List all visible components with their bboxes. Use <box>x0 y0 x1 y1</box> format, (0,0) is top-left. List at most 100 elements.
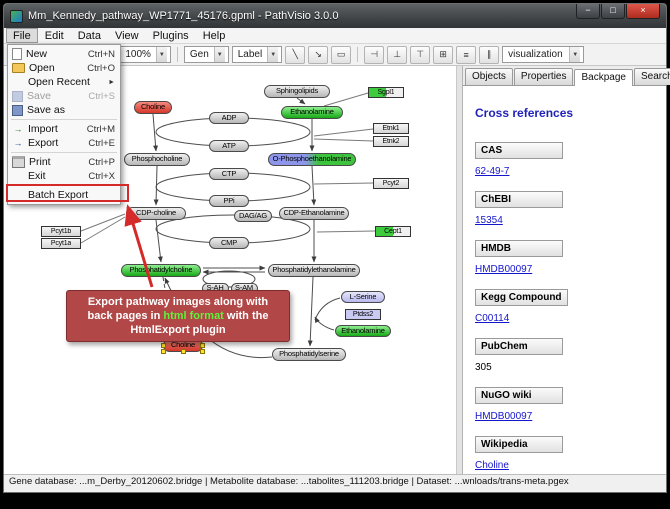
line-tool-button[interactable]: ╲ <box>285 45 306 64</box>
menu-edit[interactable]: Edit <box>44 29 64 42</box>
common-size-button[interactable]: ⊞ <box>433 45 454 64</box>
xref-value[interactable]: Choline <box>475 460 509 471</box>
page-icon <box>12 48 22 60</box>
menu-help[interactable]: Help <box>202 29 226 42</box>
sidebar-tabs: ObjectsPropertiesBackpageSearchLegend <box>463 66 670 86</box>
pathway-node-etnk1[interactable]: Etnk1 <box>373 122 409 134</box>
pathway-node-adp[interactable]: ADP <box>209 112 249 124</box>
label-tool-combobox[interactable]: Label ▼ <box>231 46 283 63</box>
pathway-node-o-phosphoethanolamine[interactable]: O-Phosphoethanolamine <box>268 152 356 166</box>
pathway-node-ptdss2[interactable]: Ptdss2 <box>345 308 381 320</box>
stack-button[interactable]: ≡ <box>456 45 477 64</box>
align-top-button[interactable]: ⊤ <box>410 45 431 64</box>
node-label: CMP <box>220 239 238 247</box>
pathway-node-l-serine[interactable]: L-Serine <box>341 291 385 303</box>
pathway-node-cdp-ethanolamine[interactable]: CDP-Ethanolamine <box>279 206 349 220</box>
pathway-node-atp[interactable]: ATP <box>209 140 249 152</box>
menu-view[interactable]: View <box>114 29 139 42</box>
close-button[interactable]: × <box>626 4 660 19</box>
node-label: Phosphocholine <box>131 155 183 163</box>
menu-item-label: Save as <box>27 104 65 116</box>
selection-handle[interactable] <box>200 343 205 348</box>
node-label: PPi <box>223 197 235 205</box>
selection-handle[interactable] <box>200 348 205 354</box>
align-left-button[interactable]: ⊣ <box>364 45 385 64</box>
node-label: Phosphatidylserine <box>279 350 339 358</box>
pathway-node-phosphatidylserine[interactable]: Phosphatidylserine <box>272 347 346 361</box>
chevron-down-icon: ▼ <box>155 47 167 62</box>
pathway-node-sphingolipids[interactable]: Sphingolipids <box>264 84 330 98</box>
selection-handle[interactable] <box>161 348 166 354</box>
pathway-node-ethanolamine[interactable]: Ethanolamine <box>281 105 343 119</box>
xref-value[interactable]: C00114 <box>475 313 510 324</box>
align-center-button[interactable]: ⊥ <box>387 45 408 64</box>
maximize-button[interactable]: □ <box>601 4 625 19</box>
datanode-type-combobox[interactable]: Gen ▼ <box>183 46 229 63</box>
pathway-node-ppi[interactable]: PPi <box>209 195 249 207</box>
tab-objects[interactable]: Objects <box>465 68 513 85</box>
pathway-node-phosphocholine[interactable]: Phosphocholine <box>124 152 190 166</box>
minimize-button[interactable]: − <box>576 4 600 19</box>
pathway-node-ethanolamine[interactable]: Ethanolamine <box>335 325 391 337</box>
menu-file[interactable]: File <box>6 28 38 43</box>
blank-icon <box>12 77 24 88</box>
menu-shortcut: Ctrl+E <box>88 137 115 149</box>
selection-handle[interactable] <box>181 348 186 354</box>
pathway-node-pcyt1b[interactable]: Pcyt1b <box>41 225 81 237</box>
pathway-node-etnk2[interactable]: Etnk2 <box>373 135 409 147</box>
zoom-combobox[interactable]: 100% ▼ <box>119 46 171 63</box>
selection-handle[interactable] <box>161 343 166 348</box>
tab-properties[interactable]: Properties <box>513 68 574 85</box>
xref-value: 305 <box>475 362 492 373</box>
menu-data[interactable]: Data <box>77 29 101 42</box>
tab-search[interactable]: Search <box>633 68 670 85</box>
arrow-tool-button[interactable]: ↘ <box>308 45 329 64</box>
menu-item-label: New <box>26 48 48 60</box>
pathway-node-cmp[interactable]: CMP <box>209 237 249 249</box>
pathvisio-app-icon <box>10 9 23 23</box>
pathway-node-sgpl1[interactable]: Sgpl1 <box>368 86 404 98</box>
statusbar-text: Gene database: ...m_Derby_20120602.bridg… <box>9 476 569 487</box>
file-menu-item-open-recent[interactable]: Open Recent► <box>8 75 120 89</box>
node-label: Ethanolamine <box>341 327 385 335</box>
xref-value[interactable]: HMDB00097 <box>475 264 533 275</box>
splitter-handle[interactable] <box>456 66 463 474</box>
xref-value[interactable]: 62-49-7 <box>475 166 510 177</box>
node-label: ATP <box>222 142 236 150</box>
shape-tool-button[interactable]: ▭ <box>331 45 352 64</box>
pathway-node-pcyt2[interactable]: Pcyt2 <box>373 177 409 189</box>
pathway-node-cdp-choline[interactable]: CDP-choline <box>126 206 186 220</box>
node-label: ADP <box>221 114 237 122</box>
toolbar-separator <box>357 47 359 62</box>
file-menu-item-batch-export[interactable]: Batch Export <box>8 188 120 202</box>
distribute-button[interactable]: ∥ <box>479 45 500 64</box>
pathway-node-pcyt1a[interactable]: Pcyt1a <box>41 237 81 249</box>
pathway-node-cept1[interactable]: Cept1 <box>375 225 411 237</box>
node-label: L-Serine <box>349 293 377 301</box>
node-label: Pcyt1a <box>50 239 72 247</box>
visualization-combobox[interactable]: visualization ▼ <box>502 46 585 63</box>
pathway-node-ctp[interactable]: CTP <box>209 168 249 180</box>
node-label: Phosphatidylcholine <box>129 266 193 274</box>
pathway-node-phosphatidylethanolamine[interactable]: Phosphatidylethanolamine <box>268 263 360 277</box>
menu-plugins[interactable]: Plugins <box>152 29 189 42</box>
xref-source-name: Wikipedia <box>475 436 563 453</box>
pathway-node-choline[interactable]: Choline <box>134 100 172 114</box>
xref-value[interactable]: 15354 <box>475 215 503 226</box>
tab-backpage[interactable]: Backpage <box>574 69 633 86</box>
pathway-node-phosphatidylcholine[interactable]: Phosphatidylcholine <box>121 263 201 277</box>
pathway-node-dag-ag[interactable]: DAG/AG <box>234 210 272 222</box>
file-menu-item-save-as[interactable]: Save as <box>8 103 120 117</box>
xref-value[interactable]: HMDB00097 <box>475 411 533 422</box>
